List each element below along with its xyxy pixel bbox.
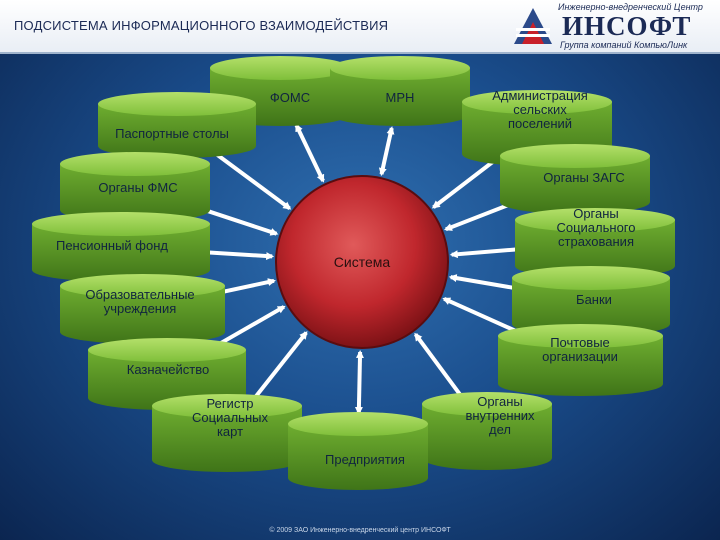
central-system: Система	[275, 175, 449, 349]
node-label-foms: ФОМС	[270, 90, 310, 105]
disk-top	[88, 338, 246, 362]
disk-top	[330, 56, 470, 80]
disk-side	[512, 278, 670, 336]
disk-side	[422, 404, 552, 470]
system-label: Система	[334, 254, 391, 270]
disk-top	[210, 56, 350, 80]
disk-side	[288, 424, 428, 490]
disk-top	[512, 266, 670, 290]
logo-tagline: Инженерно-внедренческий Центр	[558, 2, 703, 12]
disk-side	[498, 336, 663, 396]
disk-side	[152, 406, 302, 472]
arrow-mvd	[413, 332, 467, 403]
disk-top	[422, 392, 552, 416]
disk-top	[288, 412, 428, 436]
disk-side	[60, 286, 225, 344]
disk-side	[330, 68, 470, 126]
disk-top	[515, 208, 675, 232]
disk-side	[515, 220, 675, 278]
node-label-treasury: Казначейство	[127, 362, 209, 377]
logo-subtitle: Группа компаний КомпьюЛинк	[560, 40, 688, 50]
node-passport: Паспортные столы	[98, 92, 256, 158]
disk-top	[32, 212, 210, 236]
node-zags: Органы ЗАГС	[500, 144, 650, 214]
node-label-zags: Органы ЗАГС	[543, 170, 625, 185]
node-mrn: МРН	[330, 56, 470, 126]
disk-top	[462, 90, 612, 114]
logo-emblem-icon	[514, 8, 552, 44]
header-bar: ПОДСИСТЕМА ИНФОРМАЦИОННОГО ВЗАИМОДЕЙСТВИ…	[0, 0, 720, 54]
node-label-passport: Паспортные столы	[115, 126, 229, 141]
disk-side	[60, 164, 210, 222]
arrow-passport	[205, 146, 292, 211]
footer-copyright: © 2009 ЗАО Инженерно-внедренческий центр…	[269, 527, 451, 534]
arrow-social-cards	[248, 331, 308, 405]
node-label-pension: Пенсионный фонд	[56, 238, 168, 253]
disk-top	[60, 152, 210, 176]
node-fms: Органы ФМС	[60, 152, 210, 222]
disk-top	[152, 394, 302, 418]
disk-side	[98, 104, 256, 158]
node-banks: Банки	[512, 266, 670, 336]
node-label-banks: Банки	[576, 292, 612, 307]
node-pension: Пенсионный фонд	[32, 212, 210, 282]
disk-side	[32, 224, 210, 282]
node-enterprises: Предприятия	[288, 412, 428, 490]
node-label-fms: Органы ФМС	[98, 180, 177, 195]
page-title: ПОДСИСТЕМА ИНФОРМАЦИОННОГО ВЗАИМОДЕЙСТВИ…	[14, 18, 389, 33]
company-logo: Инженерно-внедренческий Центр ИНСОФТ Гру…	[510, 2, 715, 50]
system-circle	[275, 175, 449, 349]
disk-top	[500, 144, 650, 168]
logo-brand: ИНСОФТ	[562, 11, 692, 41]
disk-top	[60, 274, 225, 298]
arrow-enterprises	[354, 349, 364, 416]
node-label-enterprises: Предприятия	[325, 452, 405, 467]
arrow-mrn	[378, 126, 395, 177]
node-label-mrn: МРН	[386, 90, 415, 105]
disk-top	[498, 324, 663, 348]
disk-top	[98, 92, 256, 116]
arrow-foms	[294, 123, 325, 183]
disk-side	[500, 156, 650, 214]
